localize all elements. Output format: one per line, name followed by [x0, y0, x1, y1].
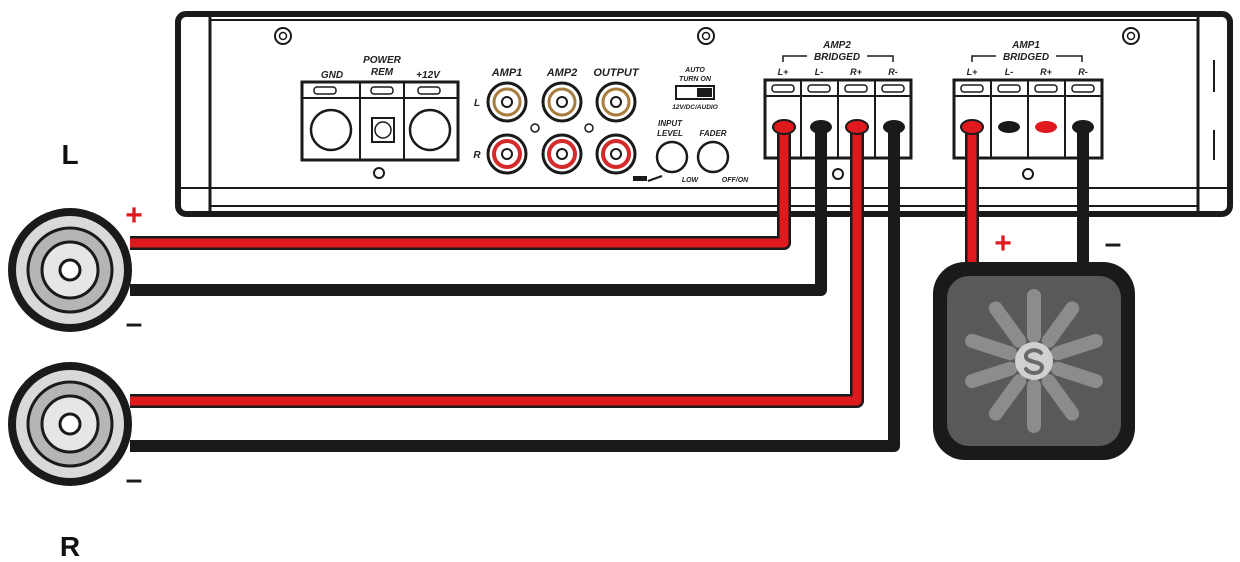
input-level-knob[interactable]	[655, 140, 689, 174]
screw-icon	[274, 27, 292, 45]
sub-positive-sign: +	[994, 227, 1012, 260]
subwoofer	[933, 262, 1135, 460]
wire-left-negative	[130, 127, 827, 296]
left-channel-label: L	[61, 139, 78, 170]
amp1-terminal-title: AMP1	[1011, 40, 1040, 51]
rca-jack-amp1-l[interactable]	[486, 81, 528, 123]
amp1-pin-r-minus: R-	[1078, 67, 1088, 77]
rca-jack-amp2-l[interactable]	[541, 81, 583, 123]
amp2-pin-r-minus: R-	[888, 67, 898, 77]
switch-label-auto: AUTO	[684, 67, 705, 74]
left-negative-sign: –	[126, 307, 143, 340]
rca-section: AMP1 AMP2 OUTPUT L R	[473, 67, 640, 175]
rca-row-l-label: L	[474, 98, 480, 109]
amp1-pin-l-plus: L+	[967, 67, 978, 77]
fader-knob[interactable]	[696, 140, 730, 174]
amplifier: GND POWER REM +12V AMP1 AMP2 OUTPUT L R	[175, 11, 1233, 217]
fader-label: FADER	[699, 129, 726, 138]
plus12v-label: +12V	[416, 70, 441, 81]
amp2-bridged-label: BRIDGED	[814, 52, 860, 63]
rca-jack-amp2-r[interactable]	[541, 133, 583, 175]
sub-negative-sign: –	[1105, 227, 1122, 260]
right-negative-sign: –	[126, 463, 143, 496]
amp1-pin-l-minus: L-	[1005, 67, 1014, 77]
controls-section: AUTO TURN ON 12V/DC/AUDIO INPUT LEVEL FA…	[633, 67, 749, 184]
power-label: POWER	[363, 55, 402, 66]
amp2-pin-l-minus: L-	[815, 67, 824, 77]
speaker-right	[8, 362, 132, 486]
amp2-pin-l-plus: L+	[778, 67, 789, 77]
speaker-icon	[8, 362, 132, 486]
turn-on-mode-switch[interactable]	[675, 85, 715, 100]
low-label: LOW	[682, 177, 700, 184]
input-level-label-2: LEVEL	[657, 129, 683, 138]
switch-label-turn-on: TURN ON	[679, 76, 712, 83]
speaker-left	[8, 208, 132, 332]
wire-right-negative	[130, 127, 900, 452]
left-positive-sign: +	[125, 199, 143, 232]
rca-output-label: OUTPUT	[593, 67, 640, 79]
wiring	[130, 127, 1089, 452]
rca-amp1-label: AMP1	[491, 67, 523, 79]
s-logo-icon	[965, 289, 1103, 433]
screw-icon	[1122, 27, 1140, 45]
switch-label-modes: 12V/DC/AUDIO	[672, 104, 718, 111]
rca-jack-output-l[interactable]	[595, 81, 637, 123]
screw-icon	[697, 27, 715, 45]
amp2-pin-r-plus: R+	[850, 67, 862, 77]
terminal-screws	[772, 119, 1094, 135]
amp2-terminal-title: AMP2	[822, 40, 851, 51]
gnd-label: GND	[321, 70, 343, 81]
right-channel-label: R	[60, 531, 80, 562]
rem-label: REM	[371, 67, 394, 78]
rca-amp2-label: AMP2	[546, 67, 578, 79]
amp1-bridged-label: BRIDGED	[1003, 52, 1049, 63]
amp1-pin-r-plus: R+	[1040, 67, 1052, 77]
rca-jack-amp1-r[interactable]	[486, 133, 528, 175]
power-terminal-block: GND POWER REM +12V	[300, 55, 460, 179]
rca-jack-output-r[interactable]	[595, 133, 637, 175]
speaker-icon	[8, 208, 132, 332]
input-level-label-1: INPUT	[658, 119, 683, 128]
rca-row-r-label: R	[473, 150, 481, 161]
off-on-label: OFF/ON	[722, 177, 749, 184]
